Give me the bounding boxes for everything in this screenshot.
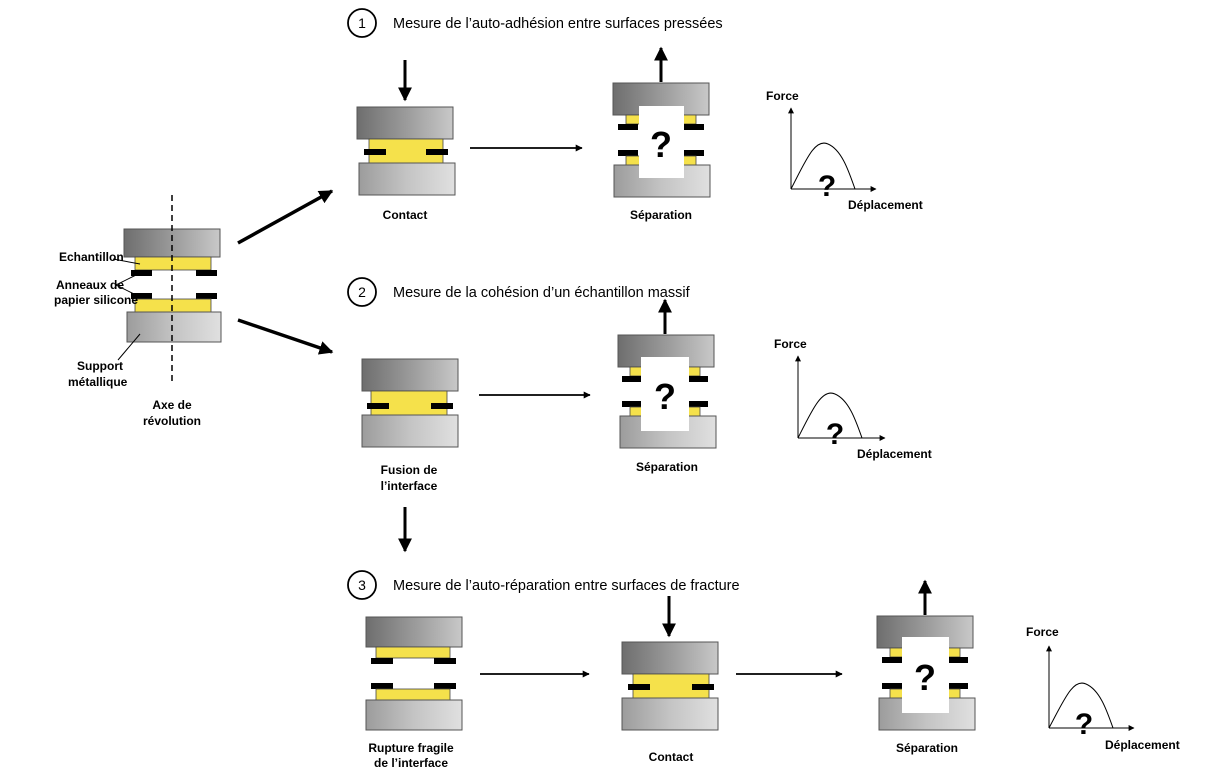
label-support-2: métallique (68, 375, 128, 389)
leader-anneaux-lower (115, 284, 137, 296)
ring-left (131, 293, 152, 299)
ring-left (371, 683, 393, 689)
upper-sample-strip (375, 646, 451, 659)
ring-right (684, 150, 704, 156)
ring-left (628, 684, 650, 690)
ring-right (196, 270, 217, 276)
ring-left (364, 149, 386, 155)
ring-right (688, 376, 708, 382)
ring-right (431, 403, 453, 409)
bottom-metal-support (126, 311, 222, 343)
lower-sample-strip (375, 688, 451, 701)
ring-left (618, 124, 638, 130)
ring-left (367, 403, 389, 409)
label-support-1: Support (77, 359, 123, 373)
label-separation: Séparation (630, 208, 692, 222)
ring-left (371, 658, 393, 664)
force-displacement-graph: Force Déplacement ? (774, 337, 932, 461)
label-fusion-1: Fusion de (381, 463, 438, 477)
unknown-box (902, 637, 949, 713)
label-fusion-2: l’interface (381, 479, 438, 493)
bottom-metal-support (621, 697, 719, 731)
ring-left (618, 150, 638, 156)
step-2: 2 Mesure de la cohésion d’un échantillon… (347, 277, 932, 493)
label-rupture-1: Rupture fragile (368, 741, 454, 755)
ring-right (688, 401, 708, 407)
ring-left (622, 376, 642, 382)
ring-right (196, 293, 217, 299)
label-contact: Contact (649, 750, 694, 764)
label-contact: Contact (383, 208, 428, 222)
label-echantillon: Echantillon (59, 250, 124, 264)
unknown-box (639, 106, 684, 178)
force-curve (1048, 682, 1114, 729)
leader-support (117, 333, 141, 361)
arrow-to-step2 (237, 318, 334, 355)
graph-unknown-mark: ? (818, 170, 836, 203)
label-axe-2: révolution (143, 414, 201, 428)
top-metal-support (356, 106, 454, 140)
step-number: 2 (358, 284, 366, 300)
top-metal-support (365, 616, 463, 648)
ring-right (684, 124, 704, 130)
top-metal-support (621, 641, 719, 675)
unknown-mark: ? (654, 376, 676, 417)
x-axis-label: Déplacement (857, 447, 932, 461)
step-number-circle (347, 570, 377, 600)
step-title: Mesure de la cohésion d’un échantillon m… (393, 285, 691, 301)
bottom-metal-support (365, 699, 463, 731)
ring-left (131, 270, 152, 276)
label-separation: Séparation (896, 741, 958, 755)
top-metal-support (361, 358, 459, 392)
initial-assembly: Echantillon Anneaux de papier siliconé S… (54, 195, 222, 428)
ring-left (622, 401, 642, 407)
unknown-mark: ? (650, 124, 672, 165)
y-axis-label: Force (766, 89, 799, 103)
step-number: 3 (358, 577, 366, 593)
force-displacement-graph: Force Déplacement ? (766, 89, 923, 212)
step-1: 1 Mesure de l’auto-adhésion entre surfac… (347, 8, 923, 222)
leader-echantillon (112, 258, 141, 265)
leader-anneaux-upper (115, 274, 137, 286)
ring-right (434, 683, 456, 689)
top-sample (134, 256, 212, 271)
ring-right (692, 684, 714, 690)
ring-right (434, 658, 456, 664)
bottom-sample (134, 298, 212, 313)
force-curve (790, 142, 856, 190)
ring-left (882, 683, 902, 689)
x-axis-label: Déplacement (1105, 738, 1180, 752)
label-anneaux-1: Anneaux de (56, 278, 124, 292)
step-number-circle (347, 8, 377, 38)
y-axis-label: Force (1026, 625, 1059, 639)
graph-unknown-mark: ? (1075, 708, 1093, 741)
top-metal-support (123, 228, 221, 258)
graph-unknown-mark: ? (826, 418, 844, 451)
step-title: Mesure de l’auto-adhésion entre surfaces… (393, 16, 723, 32)
bottom-metal-support (361, 414, 459, 448)
force-displacement-graph: Force Déplacement ? (1026, 625, 1180, 752)
y-axis-label: Force (774, 337, 807, 351)
ring-right (948, 683, 968, 689)
ring-left (882, 657, 902, 663)
ring-right (948, 657, 968, 663)
bottom-metal-support (358, 162, 456, 196)
x-axis-label: Déplacement (848, 198, 923, 212)
unknown-box (641, 357, 689, 431)
ring-right (426, 149, 448, 155)
label-separation: Séparation (636, 460, 698, 474)
label-anneaux-2: papier siliconé (54, 293, 138, 307)
step-3: 3 Mesure de l’auto-réparation entre surf… (347, 570, 1180, 769)
label-rupture-2: de l’interface (374, 756, 448, 769)
force-curve (797, 392, 863, 439)
arrow-to-step1 (237, 189, 334, 245)
step-number: 1 (358, 15, 366, 31)
label-axe-1: Axe de (152, 398, 192, 412)
step-number-circle (347, 277, 377, 307)
unknown-mark: ? (914, 657, 936, 698)
step-title: Mesure de l’auto-réparation entre surfac… (393, 578, 740, 594)
